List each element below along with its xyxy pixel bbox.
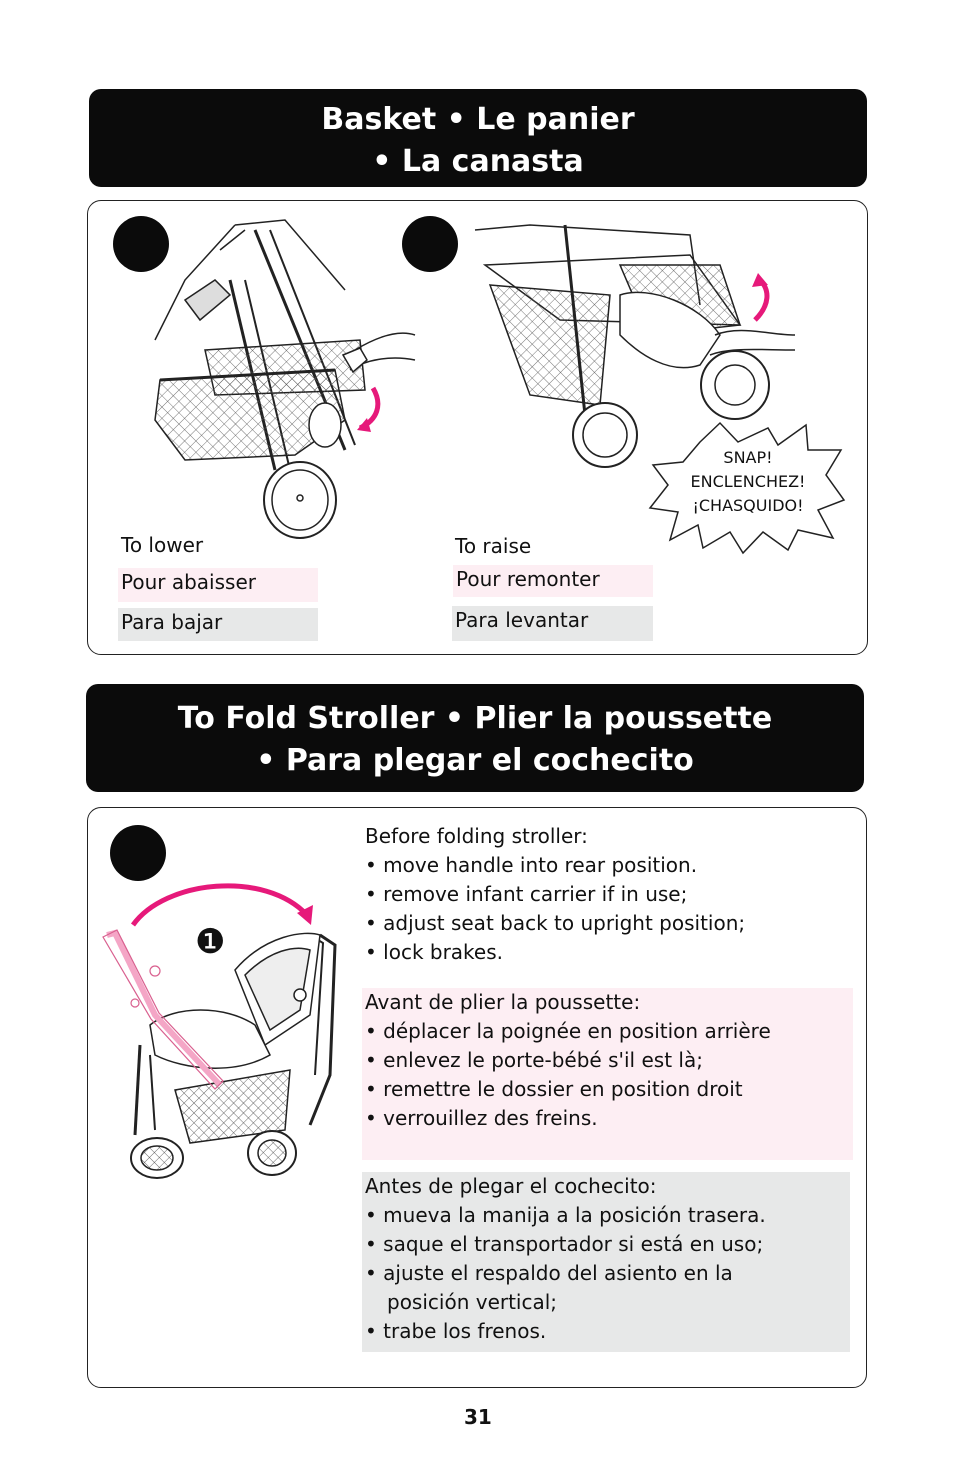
fold-section-banner: To Fold Stroller • Plier la poussette • … (86, 684, 864, 792)
raise-basket-illustration (474, 224, 796, 468)
fold-es-item: • trabe los frenos. (365, 1319, 547, 1343)
fold-fr-item: • déplacer la poignée en position arrièr… (365, 1019, 771, 1043)
raise-caption-fr: Pour remonter (453, 565, 653, 597)
fold-en-item: • move handle into rear position. (365, 853, 698, 877)
fold-es-item: • ajuste el respaldo del asiento en la (365, 1261, 733, 1285)
lower-caption-es: Para bajar (118, 608, 318, 641)
fold-es-intro: Antes de plegar el cochecito: (365, 1174, 657, 1198)
basket-title-line2: • La canasta (372, 144, 584, 179)
basket-title-line1: Basket • Le panier (321, 102, 635, 137)
fold-instructions-es: Antes de plegar el cochecito: • mueva la… (362, 1172, 850, 1352)
lower-caption-fr: Pour abaisser (118, 568, 318, 602)
fold-title-line1: To Fold Stroller • Plier la poussette (177, 701, 773, 736)
basket-section-banner: Basket • Le panier • La canasta (89, 89, 867, 187)
fold-stroller-illustration (102, 883, 337, 1179)
fold-fr-item: • remettre le dossier en position droit (365, 1077, 743, 1101)
fold-es-item: • mueva la manija a la posición trasera. (365, 1203, 766, 1227)
raise-caption-en: To raise (455, 534, 532, 558)
fold-en-intro: Before folding stroller: (365, 824, 588, 848)
step-1-marker-fold (110, 825, 166, 881)
snap-burst-shape (648, 421, 846, 555)
fold-en-item: • adjust seat back to upright position; (365, 911, 746, 935)
lower-caption-en: To lower (121, 533, 204, 557)
fold-instructions-fr: Avant de plier la poussette: • déplacer … (362, 988, 853, 1160)
fold-en-item: • remove infant carrier if in use; (365, 882, 688, 906)
fold-fr-item: • enlevez le porte-bébé s'il est là; (365, 1048, 703, 1072)
snap-sound-label: SNAP! ENCLENCHEZ! ¡CHASQUIDO! (690, 448, 806, 515)
fold-fr-item: • verrouillez des freins. (365, 1106, 598, 1130)
fold-fr-intro: Avant de plier la poussette: (365, 990, 641, 1014)
step-1-marker-basket (113, 216, 169, 272)
step-2-marker-basket (402, 216, 458, 272)
fold-en-item: • lock brakes. (365, 940, 504, 964)
fold-es-item: • saque el transportador si está en uso; (365, 1232, 764, 1256)
fold-es-item-continued: posición vertical; (387, 1290, 558, 1314)
callout-number-1: ❶ (195, 922, 226, 962)
lower-basket-illustration (154, 219, 416, 539)
raise-caption-es: Para levantar (452, 606, 653, 641)
fold-title-line2: • Para plegar el cochecito (256, 743, 694, 778)
page-number: 31 (464, 1405, 492, 1429)
fold-instructions-en: Before folding stroller: • move handle i… (362, 822, 853, 967)
